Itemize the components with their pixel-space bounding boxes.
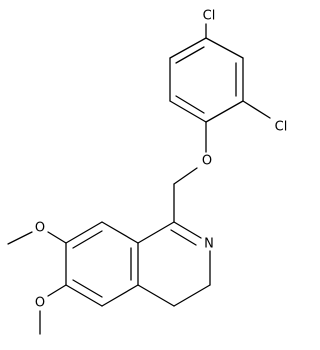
bond — [205, 37, 244, 59]
bond — [169, 100, 207, 123]
bond — [173, 221, 202, 239]
bond — [173, 167, 198, 185]
bond — [170, 229, 197, 246]
bond — [242, 100, 271, 119]
ring-nitrogen-atom: N — [203, 236, 215, 252]
ether-oxygen-atom: O — [200, 153, 214, 169]
bond — [72, 230, 103, 249]
chlorine-atom-right: Cl — [273, 119, 289, 135]
bond — [65, 284, 103, 307]
methoxy-oxygen-lower: O — [33, 295, 47, 311]
bond — [65, 221, 103, 244]
chlorine-atom-top: Cl — [201, 8, 217, 24]
bond — [47, 231, 67, 244]
bond — [47, 284, 67, 297]
bond — [101, 221, 139, 244]
structure-bonds — [7, 23, 271, 335]
bond — [101, 284, 139, 307]
structure-canvas: Cl Cl O N O O — [7, 8, 289, 335]
bond — [72, 279, 103, 298]
bond — [205, 100, 244, 123]
bond — [137, 221, 175, 244]
bond — [173, 284, 211, 307]
bond — [169, 37, 207, 59]
bond — [175, 46, 205, 64]
bond — [137, 284, 175, 307]
bond — [175, 95, 205, 114]
bond — [7, 231, 33, 245]
methoxy-oxygen-upper: O — [33, 220, 47, 236]
